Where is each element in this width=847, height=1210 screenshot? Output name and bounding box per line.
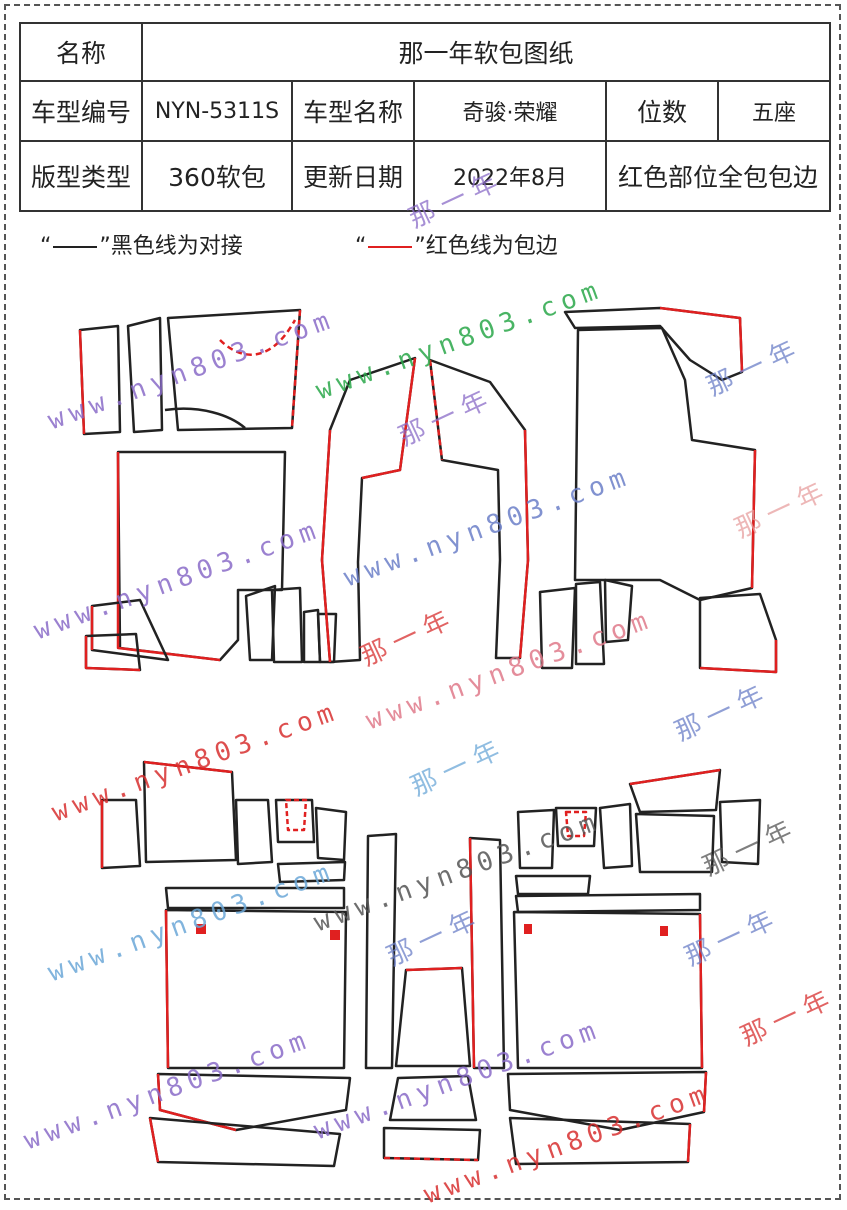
legend-black-text: ”黑色线为对接 (99, 234, 243, 259)
model-code-label: 车型编号 (19, 80, 143, 142)
update-label: 更新日期 (291, 140, 415, 212)
legend-red-open: “ (355, 234, 367, 259)
rear-left-mat (100, 760, 352, 1168)
model-name-label: 车型名称 (291, 80, 415, 142)
model-name-value: 奇骏·荣耀 (413, 80, 607, 142)
red-line-sample (368, 246, 413, 248)
rear-right-mat (506, 768, 762, 1166)
spec-table: 名称 那一年软包图纸 车型编号 NYN-5311S 车型名称 奇骏·荣耀 位数 … (19, 22, 832, 212)
center-tunnel (364, 832, 506, 1162)
name-label: 名称 (19, 22, 143, 82)
model-code-value: NYN-5311S (141, 80, 293, 142)
seats-label: 位数 (605, 80, 719, 142)
page-border (4, 4, 841, 1200)
legend-black: “ ”黑色线为对接 (40, 228, 243, 260)
legend-red-text: ”红色线为包边 (414, 234, 558, 259)
seats-value: 五座 (716, 80, 832, 142)
type-value: 360软包 (141, 140, 293, 212)
black-line-sample (53, 246, 98, 248)
center-strips (320, 356, 530, 664)
front-right-mat (538, 306, 778, 674)
legend-red: “ ”红色线为包边 (355, 228, 558, 260)
red-note: 红色部位全包包边 (604, 140, 832, 212)
update-value: 2022年8月 (413, 140, 607, 212)
name-value: 那一年软包图纸 (140, 22, 832, 82)
type-label: 版型类型 (19, 140, 143, 212)
legend-black-open: “ (40, 234, 52, 259)
front-left-mat (78, 308, 338, 672)
